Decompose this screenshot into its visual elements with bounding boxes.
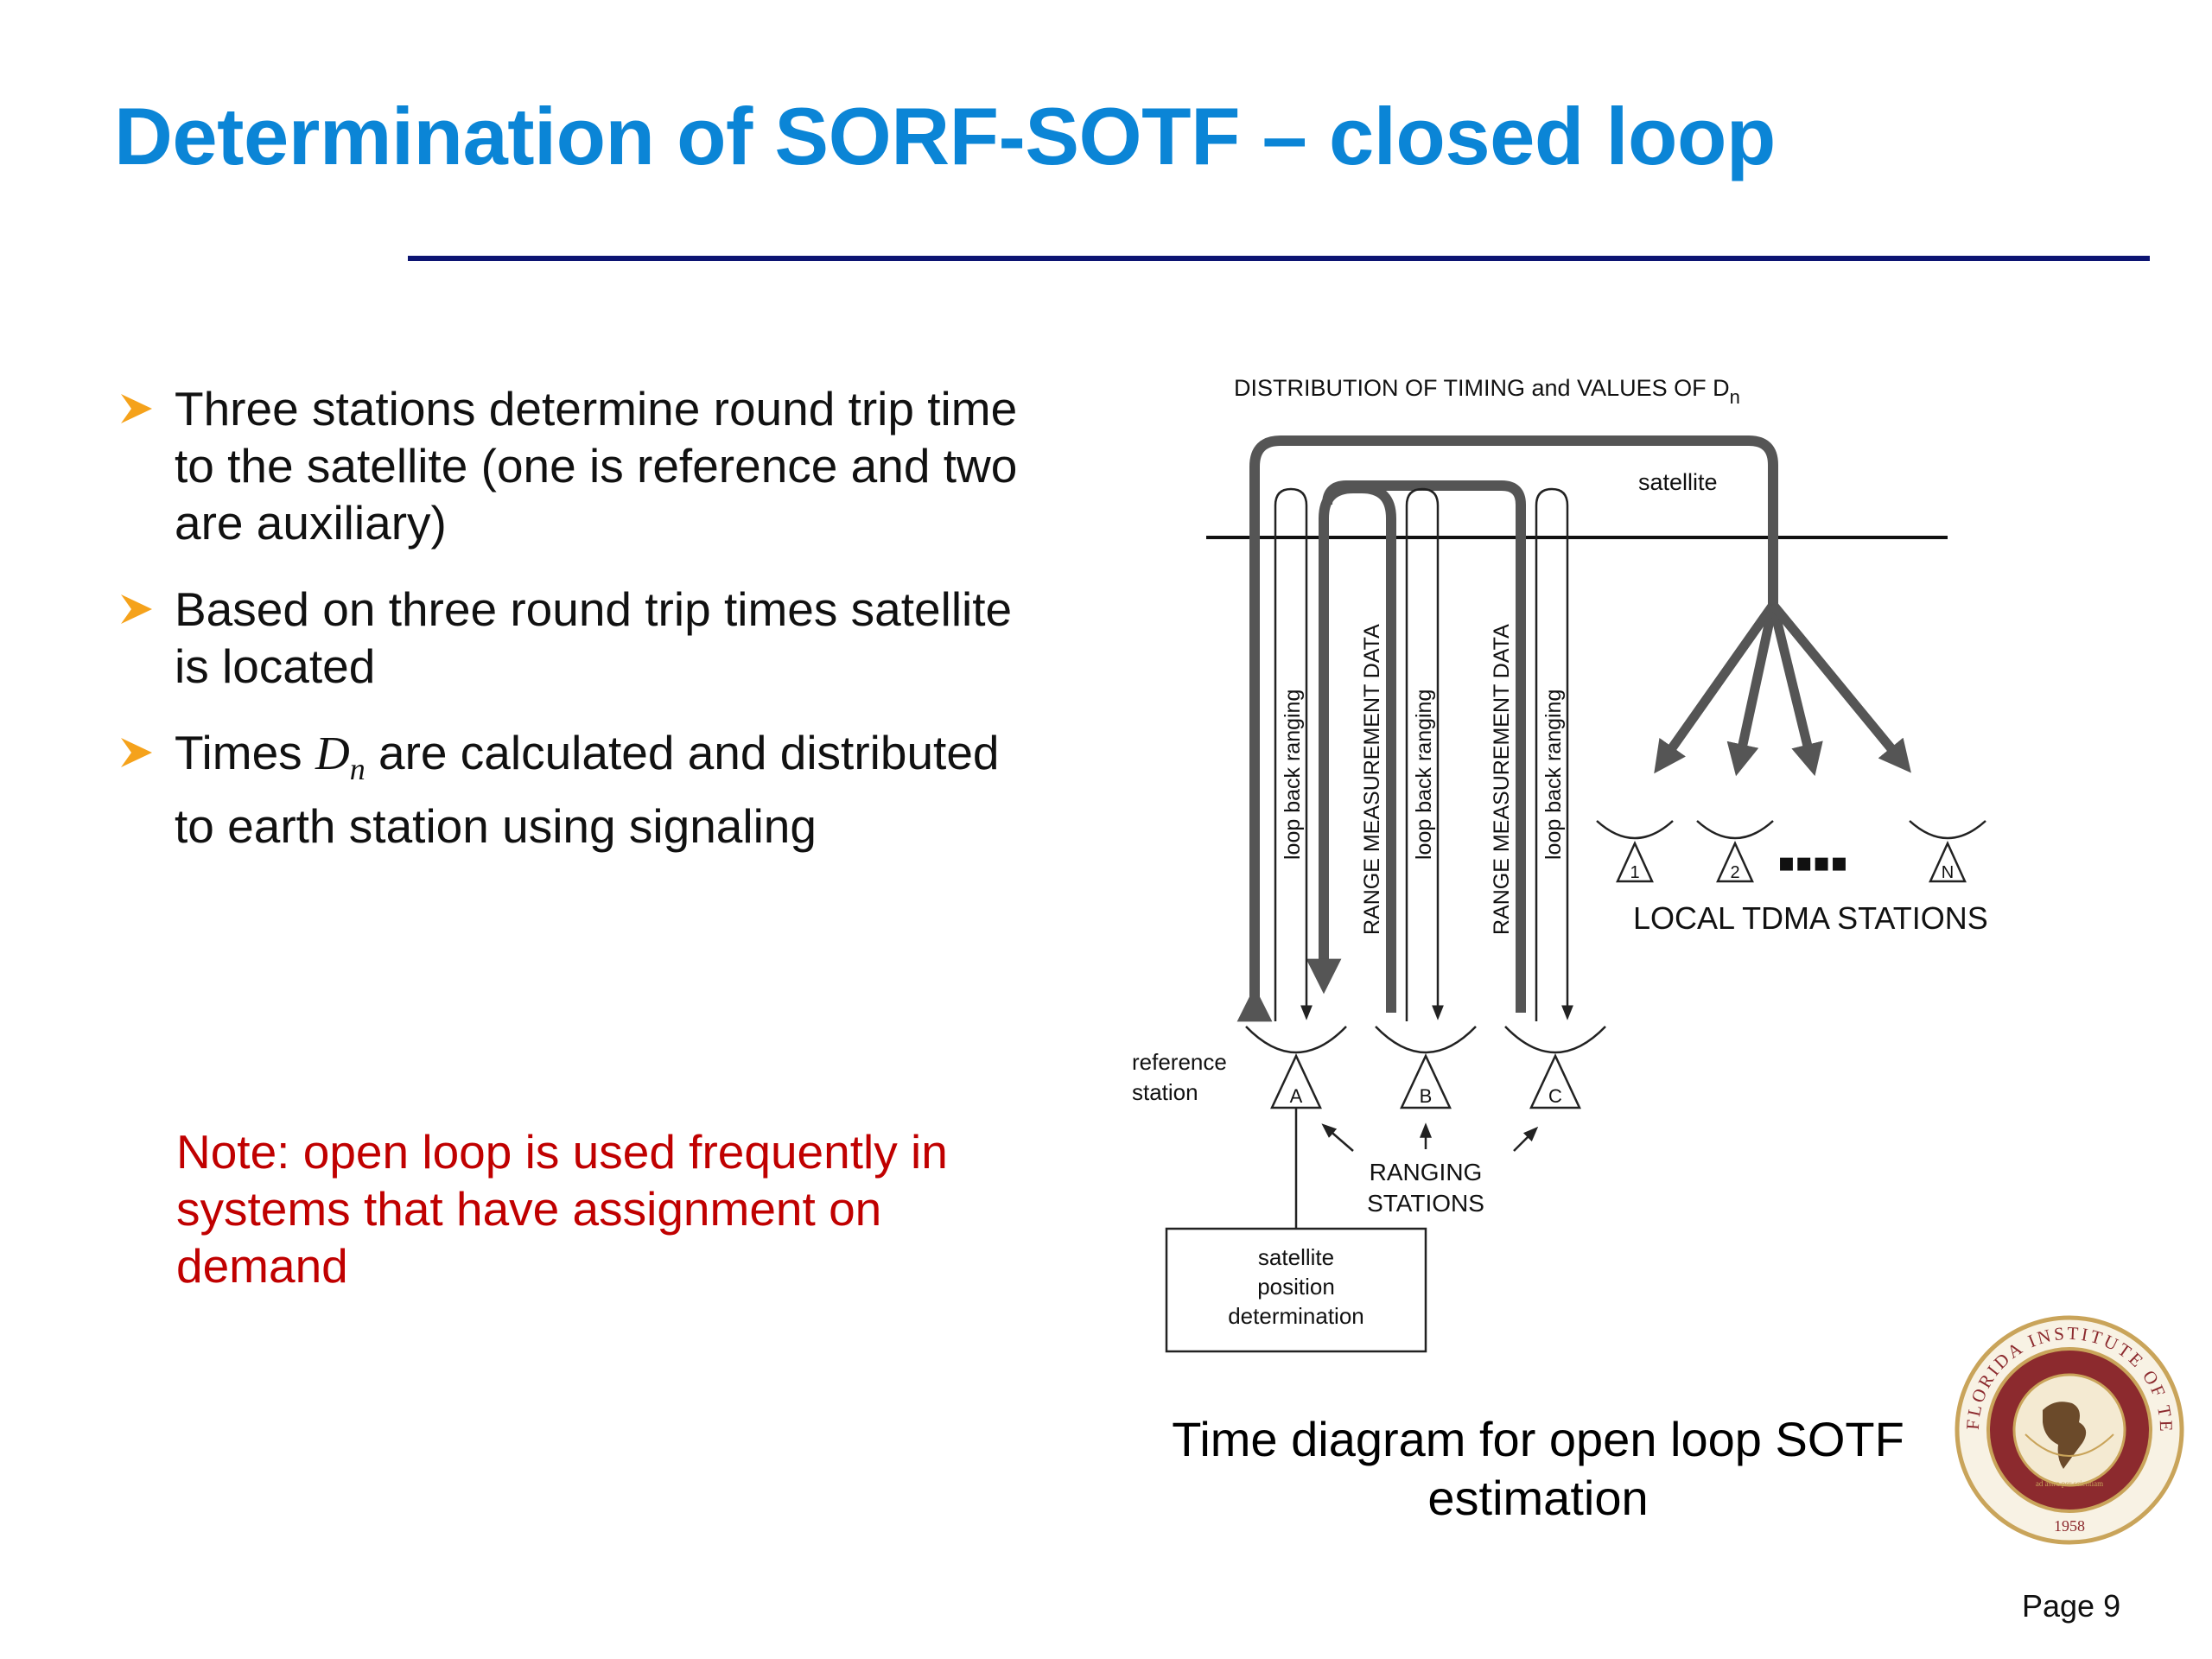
math-base: D (315, 727, 350, 779)
position-determination-box (1165, 1227, 1427, 1353)
ranging-pointer (1321, 1123, 1354, 1152)
local-station-n-label: N (1942, 863, 1954, 882)
local-station-2-label: 2 (1730, 863, 1739, 882)
bullet-item: Three stations determine round trip time… (119, 380, 1035, 551)
range-data-label: RANGE MEASUREMENT DATA (1360, 624, 1384, 935)
caption-line: Time diagram for open loop SOTF (1172, 1412, 1904, 1466)
range-data-label: RANGE MEASUREMENT DATA (1490, 624, 1514, 935)
fan-arrow (1769, 601, 1911, 773)
loop-back-label: loop back ranging (1412, 690, 1436, 860)
bullet-list: Three stations determine round trip time… (119, 380, 1035, 884)
seal-year: 1958 (2054, 1517, 2085, 1535)
fan-arrow (1726, 603, 1778, 777)
seal-motto: ad astra per scientiam (2036, 1479, 2103, 1488)
bullet-text: Three stations determine round trip time… (175, 382, 1018, 550)
loop-back-b (1405, 487, 1444, 1021)
bullet-text: Based on three round trip times satellit… (175, 582, 1013, 693)
local-dish-n (1909, 820, 1986, 840)
local-dish-2 (1696, 820, 1774, 840)
caption-line: estimation (1427, 1471, 1649, 1525)
dish-b (1375, 1026, 1477, 1054)
note-text: Note: open loop is used frequently in sy… (176, 1125, 948, 1293)
timing-distribution-path (1236, 435, 1778, 1022)
arrowhead-bullet-icon (121, 594, 152, 624)
slide-title: Determination of SORF-SOTF – closed loop (114, 91, 1776, 181)
local-dish-1 (1596, 820, 1674, 840)
station-c-triangle (1529, 1053, 1581, 1109)
fit-seal-logo: FLORIDA INSTITUTE OF TECHNOLOGY 1958 ad … (1953, 1313, 2184, 1545)
station-c-letter: C (1548, 1085, 1562, 1107)
distribution-label: DISTRIBUTION OF TIMING and VALUES OF Dn (1234, 375, 1740, 408)
station-b-triangle (1400, 1053, 1452, 1109)
arrowhead-bullet-icon (121, 394, 152, 423)
bullet-text-pre: Times (175, 726, 315, 779)
ranging-pointer (1513, 1126, 1539, 1152)
sotf-diagram: DISTRIBUTION OF TIMING and VALUES OF Dn … (1132, 375, 1988, 1353)
math-subscript: n (349, 752, 365, 786)
arrowhead-bullet-icon (121, 738, 152, 767)
math-d: Dn (315, 727, 365, 786)
station-b-letter: B (1420, 1085, 1433, 1107)
satellite-label: satellite (1638, 469, 1718, 495)
bullet-item: Times Dn are calculated and distributed … (119, 724, 1035, 855)
local-station-ellipsis: ▪▪▪▪ (1777, 848, 1847, 878)
local-station-1-label: 1 (1630, 863, 1639, 882)
local-station-n-triangle (1929, 840, 1967, 883)
fan-arrow (1654, 601, 1777, 774)
local-station-1-triangle (1616, 840, 1654, 883)
bullet-text-post: are calculated and distributed to earth … (175, 726, 1000, 853)
local-tdma-label: LOCAL TDMA STATIONS (1633, 900, 1988, 936)
page-number: Page 9 (2022, 1588, 2121, 1624)
loop-back-a (1274, 487, 1313, 1021)
loop-back-label: loop back ranging (1281, 690, 1305, 860)
local-station-2-triangle (1716, 840, 1754, 883)
dish-c (1504, 1026, 1606, 1054)
figure-caption: Time diagram for open loop SOTF estimati… (1149, 1410, 1927, 1528)
bullet-item: Based on three round trip times satellit… (119, 581, 1035, 695)
loop-back-c (1535, 487, 1573, 1021)
fan-arrow (1768, 603, 1823, 777)
station-a-letter: A (1290, 1085, 1303, 1107)
range-data-path-c (1322, 480, 1526, 1013)
loop-back-label: loop back ranging (1541, 690, 1566, 860)
globe-icon (2043, 1402, 2087, 1469)
title-underline (408, 256, 2150, 261)
distribution-subscript: n (1730, 386, 1740, 408)
dish-a (1245, 1026, 1347, 1054)
